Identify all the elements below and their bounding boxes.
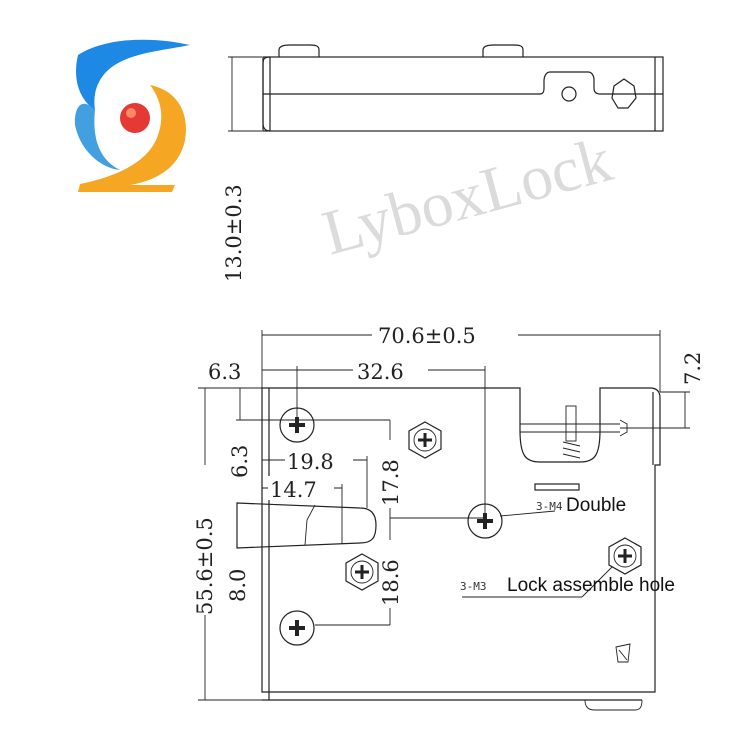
top-offset-dim: 6.3 bbox=[228, 445, 252, 478]
bolt-length-dim: 19.8 bbox=[287, 450, 334, 474]
m4-label: Double bbox=[566, 495, 626, 516]
vertical-upper-dim: 17.8 bbox=[379, 459, 403, 506]
m3-hex-screw bbox=[608, 537, 642, 575]
m3-hex-screw bbox=[408, 421, 442, 459]
right-offset-dim: 7.2 bbox=[681, 352, 705, 385]
bolt-inner-dim: 14.7 bbox=[270, 478, 317, 502]
front-view: 70.6±0.5 6.3 32.6 7.2 55.6±0.5 6.3 19.8 … bbox=[193, 322, 705, 711]
width-dim: 70.6±0.5 bbox=[378, 324, 476, 348]
screw-spacing-dim: 32.6 bbox=[357, 360, 404, 384]
m4-screw bbox=[279, 610, 315, 646]
bolt-height-dim: 8.0 bbox=[226, 569, 250, 602]
side-height-dim: 13.0±0.3 bbox=[222, 184, 246, 282]
m3-hex-screw bbox=[345, 553, 379, 591]
m3-code: 3-M3 bbox=[460, 580, 487, 593]
watermark: LyboxLock bbox=[315, 124, 618, 269]
left-offset-dim: 6.3 bbox=[208, 360, 241, 384]
vertical-lower-dim: 18.6 bbox=[379, 559, 403, 606]
company-logo bbox=[74, 39, 190, 192]
m4-code: 3-M4 bbox=[536, 500, 563, 513]
side-view: 13.0±0.3 bbox=[222, 44, 664, 282]
m3-label: Lock assemble hole bbox=[507, 575, 675, 596]
height-dim: 55.6±0.5 bbox=[193, 517, 217, 615]
